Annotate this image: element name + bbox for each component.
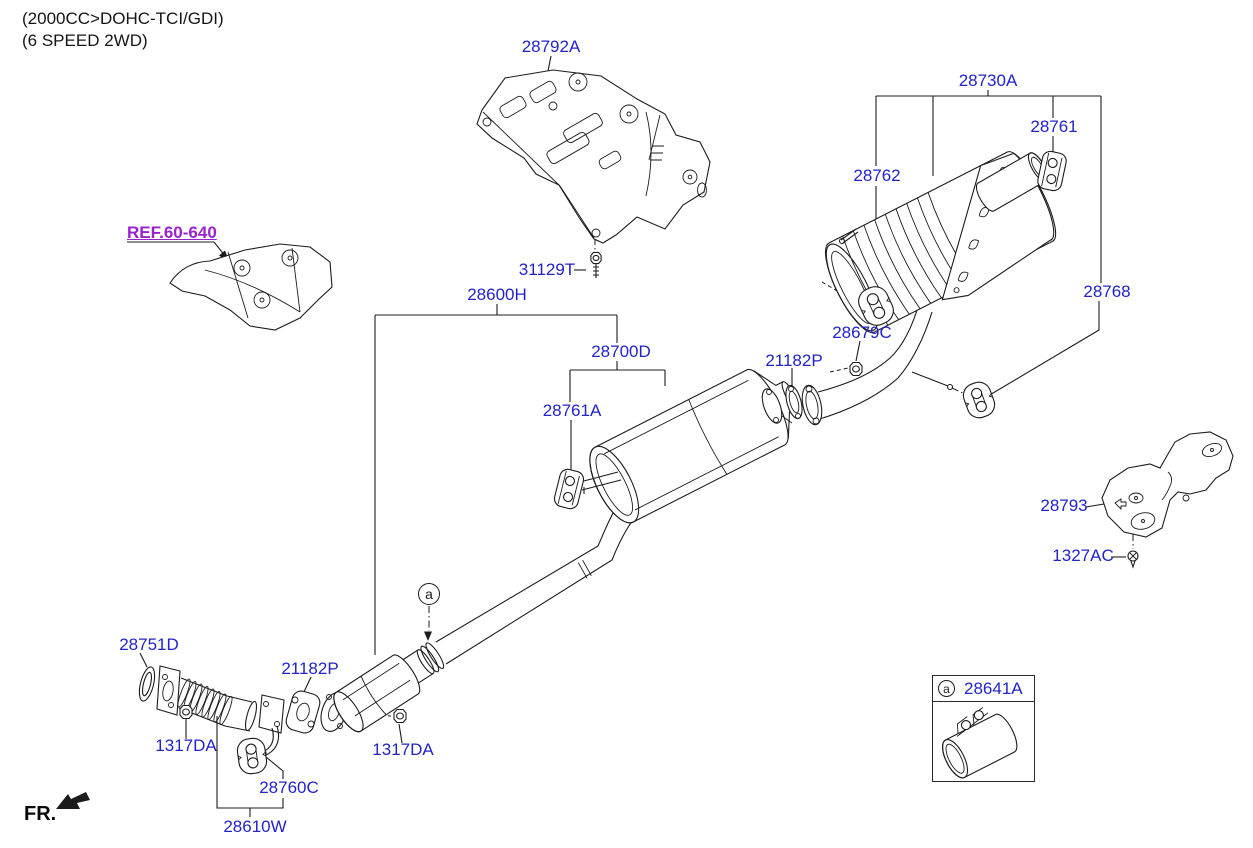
callout-28761A[interactable]: 28761A (542, 401, 602, 420)
detail-inset-box: a 28641A (932, 675, 1035, 782)
drawing-center-muffler-28700D (580, 356, 812, 530)
fr-arrow-icon (56, 792, 90, 809)
transmission-variant-label: (6 SPEED 2WD) (22, 31, 148, 50)
drawing-nut-28679C (849, 361, 863, 377)
callout-28641A[interactable]: 28641A (964, 678, 1023, 698)
inset-marker-a: a (938, 680, 955, 697)
drawing-rear-pipe (799, 300, 952, 426)
drawing-bolt-31129T (590, 252, 602, 278)
drawing-screw-1327AC (1128, 551, 1138, 567)
drawing-catalytic-converter (316, 634, 450, 736)
drawing-hanger-bracket-28761A (552, 467, 621, 511)
callout-28792A[interactable]: 28792A (521, 37, 581, 56)
detail-marker-a: a (418, 583, 440, 605)
callout-28679C[interactable]: 28679C (832, 323, 892, 342)
drawing-bracket-28793 (1102, 432, 1233, 537)
callout-28730A[interactable]: 28730A (958, 71, 1018, 90)
callout-21182P[interactable]: 21182P (281, 659, 339, 678)
callout-28751D[interactable]: 28751D (119, 635, 179, 654)
drawing-nut-1317DA-left (179, 704, 193, 720)
drawing-clamp-28641A (932, 700, 1022, 781)
callout-21182P[interactable]: 21182P (765, 351, 823, 370)
drawing-heat-shield-28792A (477, 70, 710, 243)
fr-label: FR. (24, 803, 57, 825)
callout-28700D[interactable]: 28700D (591, 342, 651, 361)
ref-link[interactable]: REF.60-640 (127, 223, 217, 242)
drawing-hanger-bracket-28761 (1035, 149, 1069, 193)
drawing-nut-1317DA-right (393, 708, 407, 724)
callout-28600H[interactable]: 28600H (467, 285, 527, 304)
drawing-hanger-28760C (235, 736, 269, 776)
inset-header: a 28641A (933, 676, 1034, 702)
fr-indicator: FR. (24, 803, 56, 826)
drawing-gasket-21182P-upper (783, 384, 805, 420)
callout-1317DA[interactable]: 1317DA (372, 740, 434, 759)
callout-28610W[interactable]: 28610W (223, 817, 287, 836)
variant-header: (2000CC>DOHC-TCI/GDI) (6 SPEED 2WD) (22, 8, 224, 52)
callout-28762[interactable]: 28762 (853, 166, 901, 185)
callout-28768[interactable]: 28768 (1083, 282, 1131, 301)
drawing-hanger-28768 (959, 378, 999, 422)
drawing-gasket-21182P-lower (284, 689, 322, 735)
drawing-heat-shield-ref (170, 244, 332, 330)
callout-31129T[interactable]: 31129T (518, 260, 576, 279)
callout-28793[interactable]: 28793 (1040, 496, 1088, 515)
callout-28760C[interactable]: 28760C (259, 778, 319, 797)
bracket-lines-28600H (375, 304, 665, 655)
callout-28761[interactable]: 28761 (1030, 117, 1078, 136)
callout-1327AC[interactable]: 1327AC (1052, 546, 1114, 565)
bracket-lines-28610W (217, 716, 283, 817)
detail-a-arrowhead (424, 631, 432, 641)
callout-1317DA[interactable]: 1317DA (155, 736, 217, 755)
engine-variant-label: (2000CC>DOHC-TCI/GDI) (22, 9, 224, 28)
